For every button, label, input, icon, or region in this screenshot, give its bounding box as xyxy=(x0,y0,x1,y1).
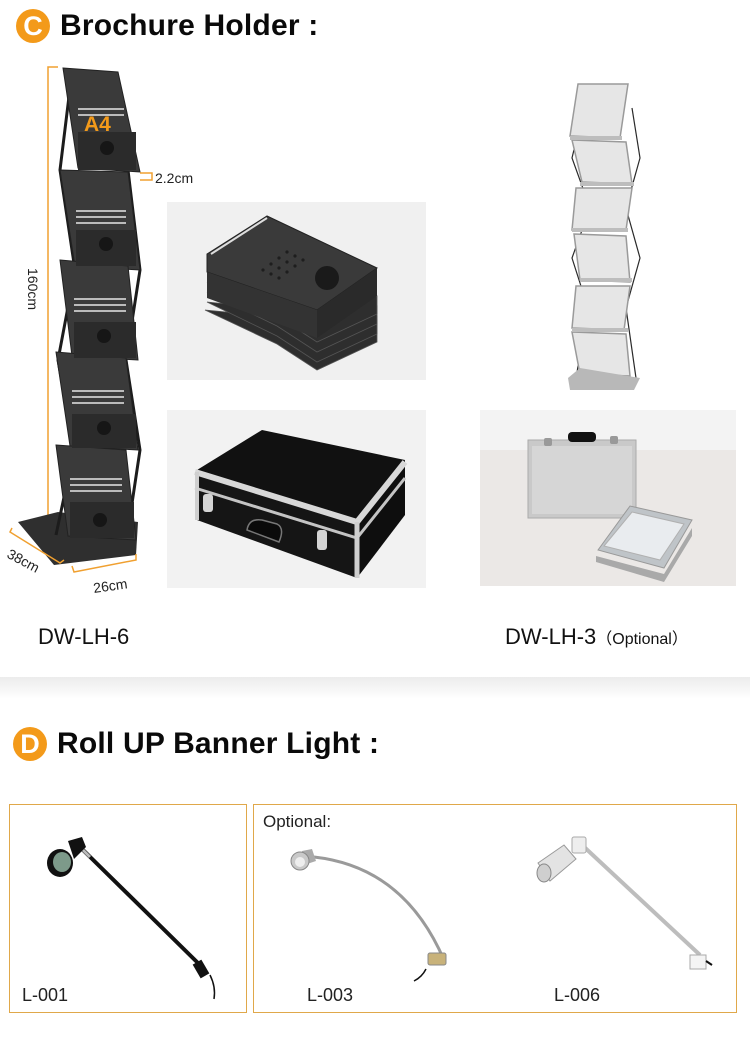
base-width-label: 26cm xyxy=(92,575,128,596)
section-c-title: Brochure Holder : xyxy=(60,9,319,42)
white-arm-spotlight-icon xyxy=(536,836,713,970)
optional-label: Optional: xyxy=(263,812,332,831)
section-c-badge: C xyxy=(16,9,50,43)
section-d-heading: D Roll UP Banner Light : xyxy=(13,727,379,761)
optional-lights-card: Optional: L-003 L-006 xyxy=(253,804,737,1013)
black-brochure-holder-photo: 160cm xyxy=(0,60,220,600)
optional-note: （Optional） xyxy=(596,631,688,648)
silver-case-photo xyxy=(480,410,736,586)
silver-brochure-holder-photo xyxy=(540,78,660,394)
section-c-heading: C Brochure Holder : xyxy=(16,9,318,43)
paper-size-label: A4 xyxy=(84,113,111,136)
chrome-gooseneck-spotlight-icon xyxy=(290,849,447,982)
black-spotlight-icon xyxy=(47,837,216,1000)
pocket-depth-label: 2.2cm xyxy=(155,170,193,186)
light-card-l-001: L-001 xyxy=(9,804,247,1013)
black-carry-case-photo xyxy=(167,410,426,588)
product-model-dw-lh-6: DW-LH-6 xyxy=(38,624,130,649)
height-dimension-label: 160cm xyxy=(25,268,41,310)
product-model-dw-lh-3: DW-LH-3（Optional） xyxy=(505,624,688,649)
section-d-title: Roll UP Banner Light : xyxy=(57,727,380,760)
section-divider xyxy=(0,677,750,699)
folded-brochure-holder-photo xyxy=(167,202,426,380)
section-d-badge: D xyxy=(13,727,47,761)
light-model-label: L-003 xyxy=(307,985,354,1005)
light-model-label: L-001 xyxy=(22,985,69,1005)
light-model-label: L-006 xyxy=(554,985,601,1005)
lamps-illustration xyxy=(290,836,713,982)
base-depth-label: 38cm xyxy=(5,546,43,576)
